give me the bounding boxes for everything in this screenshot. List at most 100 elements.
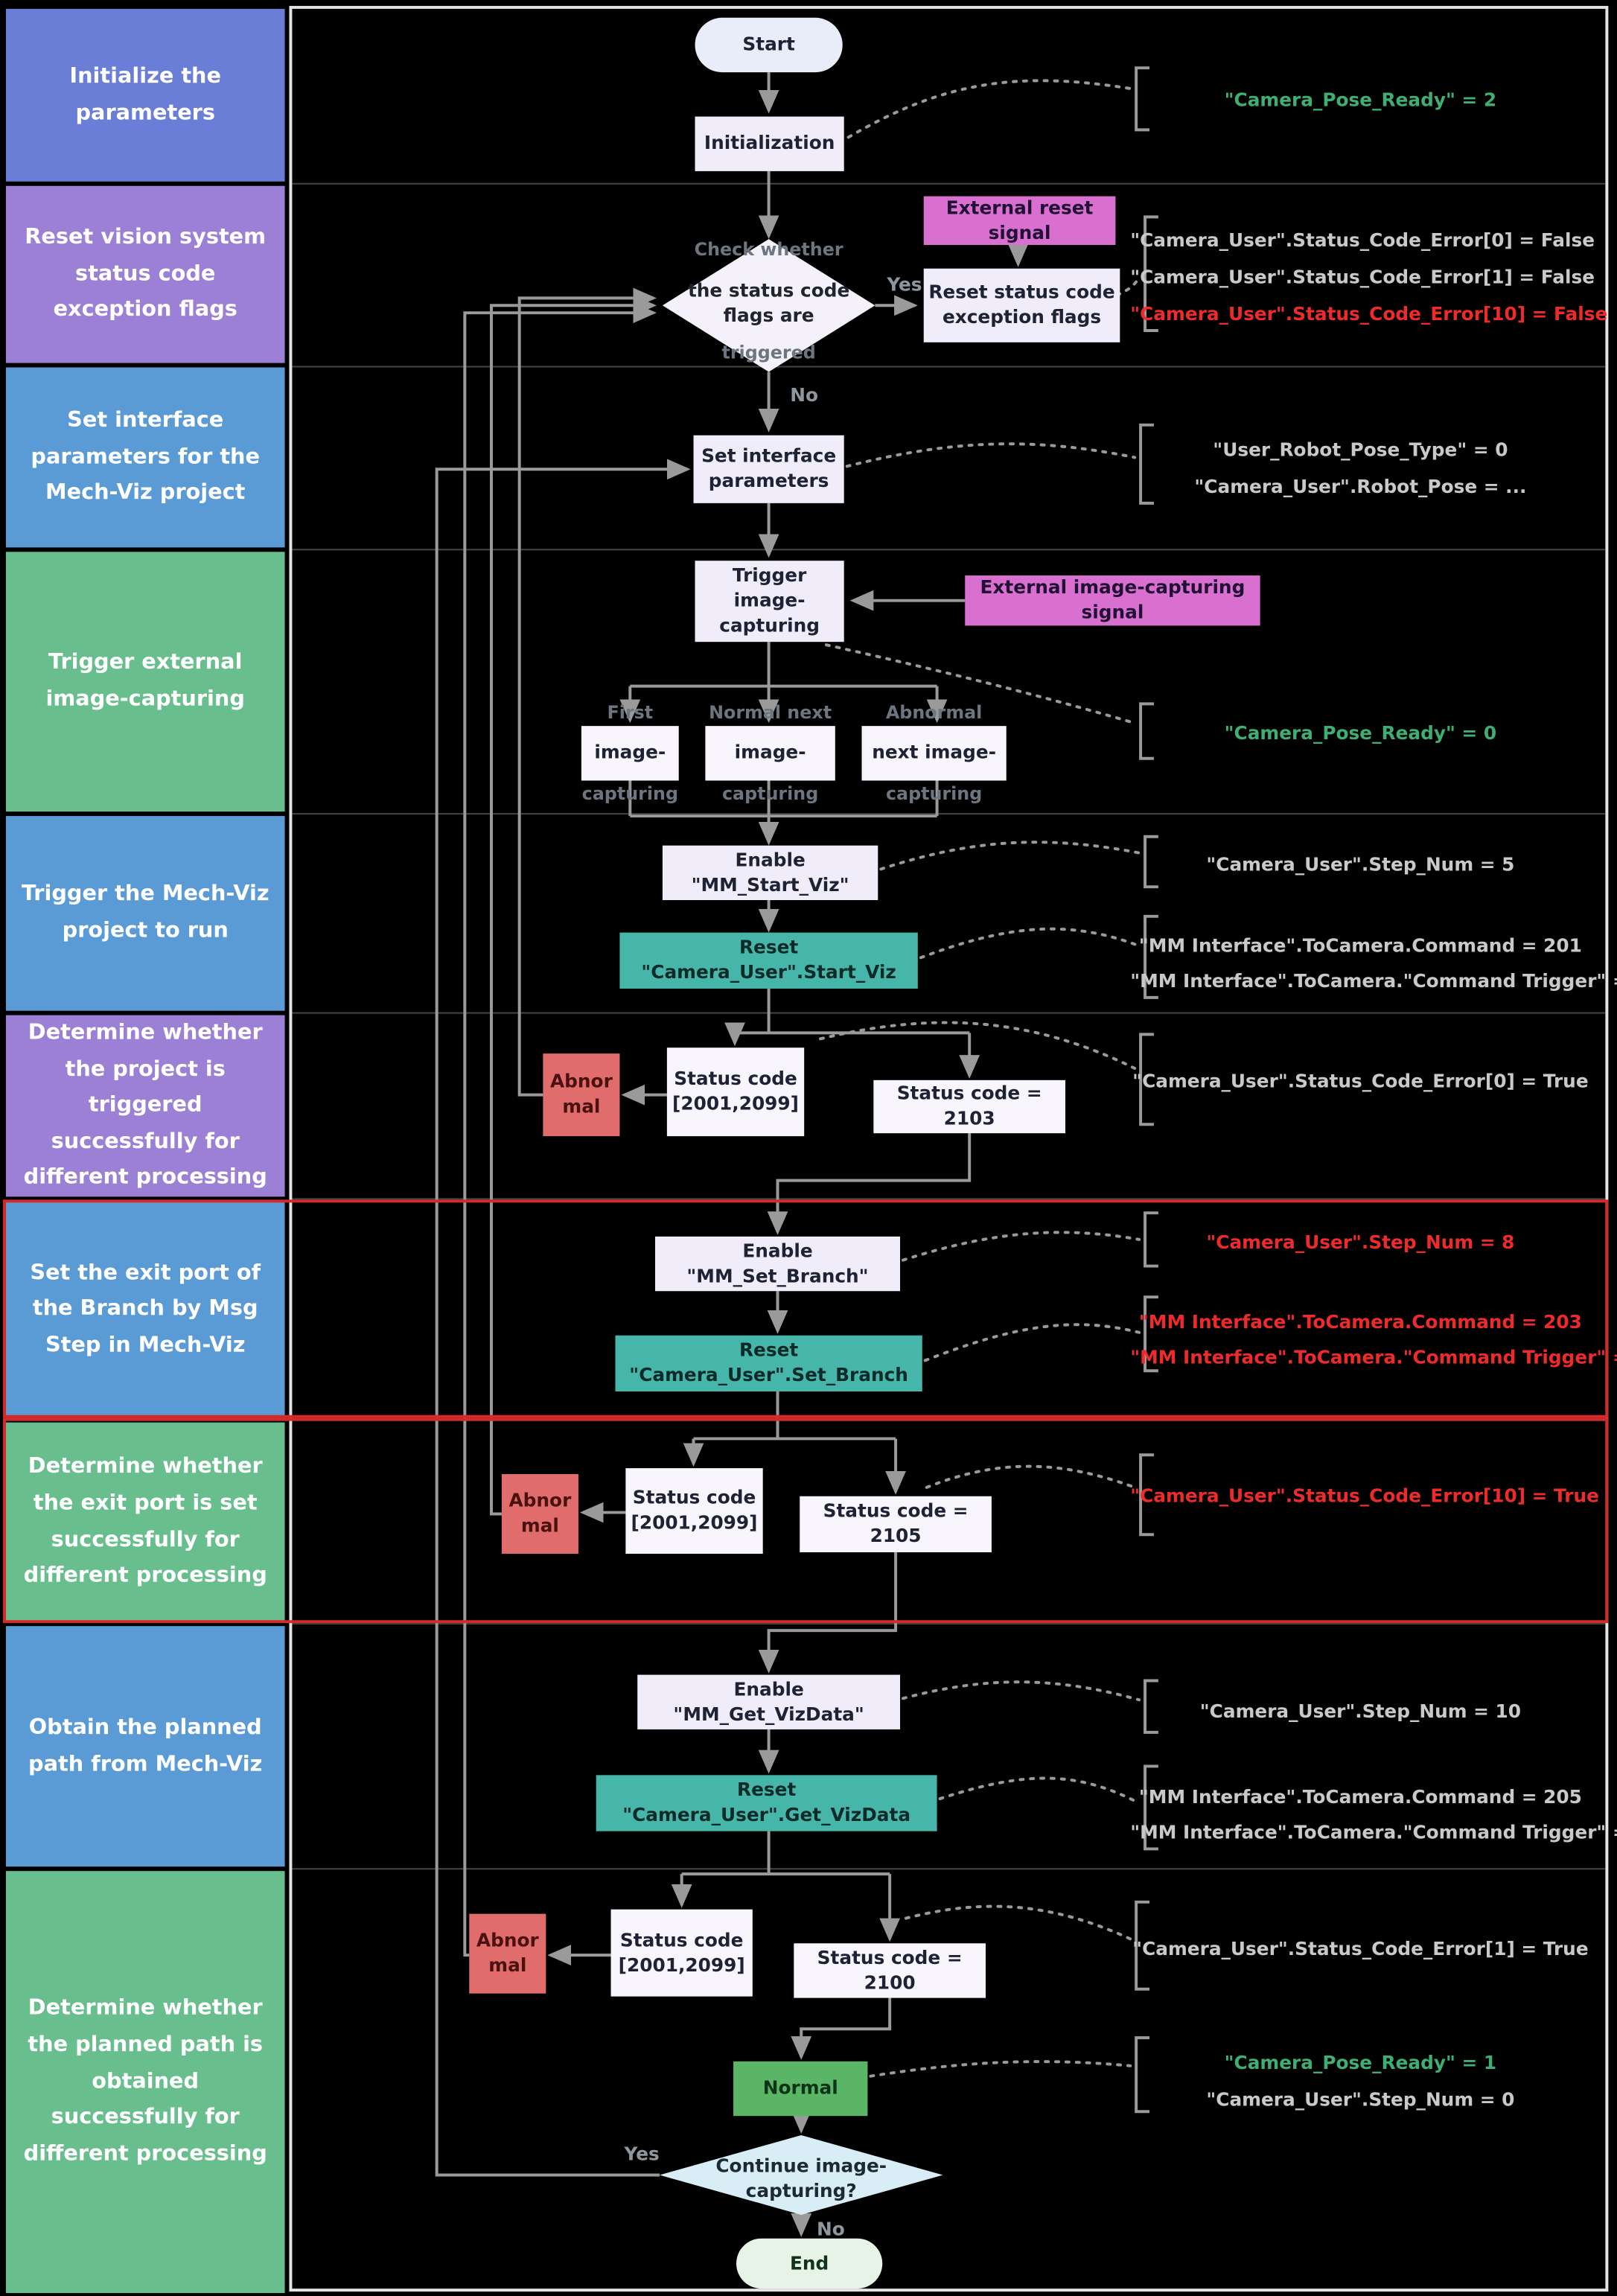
capture1-caption-bottom: capturing: [581, 783, 678, 805]
sidebar-row-label: Set the exit port of the Branch by Msg S…: [30, 1260, 261, 1358]
sidebar-row-label: Trigger the Mech-Viz project to run: [21, 882, 270, 943]
sidebar-row-trigger-viz: Trigger the Mech-Viz project to run: [5, 816, 285, 1011]
sidebar-row-set-interface: Set interface parameters for the Mech-Vi…: [5, 367, 285, 548]
capture3-node: next image-: [861, 726, 1007, 781]
capture2-caption-top: Normal next: [709, 702, 832, 724]
check-line1: the status code: [687, 278, 850, 302]
annotation-command-trigger-true-1: "MM Interface".ToCamera."Command Trigger…: [1130, 969, 1617, 992]
set-interface-label: Set interface parameters: [701, 444, 837, 492]
capture1-caption-top: First: [607, 702, 654, 724]
capture2-label: image-: [734, 741, 806, 763]
status-2105-node: Status code = 2105: [800, 1496, 992, 1553]
status-2105-label: Status code = 2105: [823, 1499, 969, 1547]
reset-set-branch-label: Reset "Camera_User".Set_Branch: [629, 1338, 908, 1386]
sidebar-row-initialize: Initialize the parameters: [5, 8, 285, 182]
status-range-node-3: Status code [2001,2099]: [610, 1909, 753, 1997]
abnormal-node-3: Abnormal: [469, 1913, 546, 1994]
no-label-2: No: [816, 2217, 845, 2240]
sidebar-row-label: Determine whether the planned path is ob…: [23, 1997, 267, 2166]
annotation-error1-false: "Camera_User".Status_Code_Error[1] = Fal…: [1130, 265, 1595, 288]
annotation-error10-false: "Camera_User".Status_Code_Error[10] = Fa…: [1130, 302, 1608, 325]
sidebar-row-label: Determine whether the exit port is set s…: [23, 1455, 267, 1588]
annotation-user-robot-pose-type: "User_Robot_Pose_Type" = 0: [1213, 438, 1508, 461]
reset-set-branch-node: Reset "Camera_User".Set_Branch: [615, 1335, 922, 1392]
sidebar-row-label: Reset vision system status code exceptio…: [25, 226, 267, 322]
capture1-label: image-: [594, 741, 666, 763]
external-capture-label: External image-capturing signal: [980, 575, 1246, 623]
reset-get-vizdata-node: Reset "Camera_User".Get_VizData: [596, 1775, 937, 1831]
continue-line1: Continue image-: [715, 2154, 887, 2177]
capture2-node: image-: [705, 726, 835, 781]
enable-start-viz-label: Enable "MM_Start_Viz": [691, 847, 849, 896]
sidebar-row-obtain-path: Obtain the planned path from Mech-Viz: [5, 1626, 285, 1867]
abnormal-node-2: Abnormal: [501, 1474, 578, 1554]
abnormal-label: Abnormal: [476, 1928, 539, 1976]
annotation-robot-pose: "Camera_User".Robot_Pose = ...: [1194, 475, 1527, 497]
yes-label-2: Yes: [624, 2142, 660, 2165]
enable-get-vizdata-label: Enable "MM_Get_VizData": [673, 1677, 864, 1724]
abnormal-node-1: Abnormal: [543, 1053, 620, 1137]
sidebar-row-reset-flags: Reset vision system status code exceptio…: [5, 185, 285, 363]
reset-flags-label: Reset status code exception flags: [928, 280, 1115, 328]
abnormal-label: Abnormal: [550, 1070, 613, 1117]
external-reset-node: External reset signal: [923, 196, 1116, 246]
check-caption-bottom: triggered: [721, 342, 816, 363]
external-capture-node: External image-capturing signal: [965, 575, 1260, 626]
enable-get-vizdata-node: Enable "MM_Get_VizData": [637, 1674, 901, 1729]
continue-decision-text: Continue image- capturing?: [712, 2153, 890, 2203]
sidebar-row-label: Obtain the planned path from Mech-Viz: [28, 1715, 263, 1776]
annotation-command-203: "MM Interface".ToCamera.Command = 203: [1138, 1310, 1582, 1333]
status-2103-node: Status code = 2103: [873, 1080, 1066, 1134]
annotation-command-trigger-true-2: "MM Interface".ToCamera."Command Trigger…: [1130, 1345, 1617, 1368]
annotation-error0-false: "Camera_User".Status_Code_Error[0] = Fal…: [1130, 229, 1595, 251]
annotation-error1-true: "Camera_User".Status_Code_Error[1] = Tru…: [1132, 1937, 1589, 1960]
status-2100-label: Status code = 2100: [817, 1945, 963, 1993]
check-caption-top: Check whether: [694, 239, 843, 260]
check-decision-text: the status code flags are: [672, 278, 867, 328]
annotation-camera-pose-ready-2: "Camera_Pose_Ready" = 2: [1224, 88, 1497, 111]
capture3-caption-top: Abnormal: [885, 702, 983, 724]
annotation-command-205: "MM Interface".ToCamera.Command = 205: [1138, 1785, 1582, 1808]
start-label: Start: [742, 32, 795, 55]
enable-set-branch-node: Enable "MM_Set_Branch": [655, 1236, 901, 1292]
annotation-brackets: [1135, 66, 1158, 2114]
trigger-capture-node: Trigger image-capturing: [695, 561, 844, 642]
check-line2: flags are: [723, 304, 814, 327]
annotation-command-201: "MM Interface".ToCamera.Command = 201: [1138, 934, 1582, 957]
reset-get-vizdata-label: Reset "Camera_User".Get_VizData: [622, 1778, 911, 1825]
normal-node: Normal: [733, 2061, 868, 2117]
end-label: End: [789, 2251, 829, 2274]
reset-flags-node: Reset status code exception flags: [923, 268, 1120, 342]
continue-line2: capturing?: [745, 2179, 857, 2202]
status-range-node-2: Status code [2001,2099]: [625, 1468, 763, 1554]
annotation-error10-true: "Camera_User".Status_Code_Error[10] = Tr…: [1130, 1484, 1599, 1507]
status-range-node-1: Status code [2001,2099]: [666, 1047, 805, 1137]
trigger-capture-label: Trigger image-capturing: [719, 564, 820, 637]
reset-start-viz-node: Reset "Camera_User".Start_Viz: [619, 932, 918, 989]
annotation-step-num-0: "Camera_User".Step_Num = 0: [1206, 2088, 1515, 2111]
status-range-label: Status code [2001,2099]: [631, 1486, 758, 1534]
capture3-label: next image-: [872, 741, 996, 763]
capture2-caption-bottom: capturing: [721, 783, 819, 805]
sidebar-row-set-branch: Set the exit port of the Branch by Msg S…: [5, 1201, 285, 1418]
enable-set-branch-label: Enable "MM_Set_Branch": [686, 1239, 869, 1286]
sidebar-row-label: Initialize the parameters: [69, 64, 222, 125]
status-range-label: Status code [2001,2099]: [672, 1067, 800, 1114]
yes-label-1: Yes: [887, 272, 922, 296]
enable-start-viz-node: Enable "MM_Start_Viz": [662, 845, 878, 901]
flow-connectors: [435, 72, 1029, 2237]
reset-start-viz-label: Reset "Camera_User".Start_Viz: [641, 935, 896, 983]
sidebar-row-label: Determine whether the project is trigger…: [23, 1021, 267, 1190]
status-range-label: Status code [2001,2099]: [618, 1927, 745, 1975]
initialization-label: Initialization: [704, 131, 835, 154]
annotation-step-num-8: "Camera_User".Step_Num = 8: [1206, 1230, 1515, 1253]
sidebar-row-trigger-capture: Trigger external image-capturing: [5, 552, 285, 812]
annotation-camera-pose-ready-0: "Camera_Pose_Ready" = 0: [1224, 721, 1497, 744]
annotation-error0-true: "Camera_User".Status_Code_Error[0] = Tru…: [1132, 1069, 1589, 1092]
annotation-connectors: [819, 79, 1141, 2078]
annotation-step-num-10: "Camera_User".Step_Num = 10: [1199, 1700, 1522, 1722]
sidebar-row-label: Set interface parameters for the Mech-Vi…: [31, 409, 261, 506]
abnormal-label: Abnormal: [508, 1489, 572, 1537]
